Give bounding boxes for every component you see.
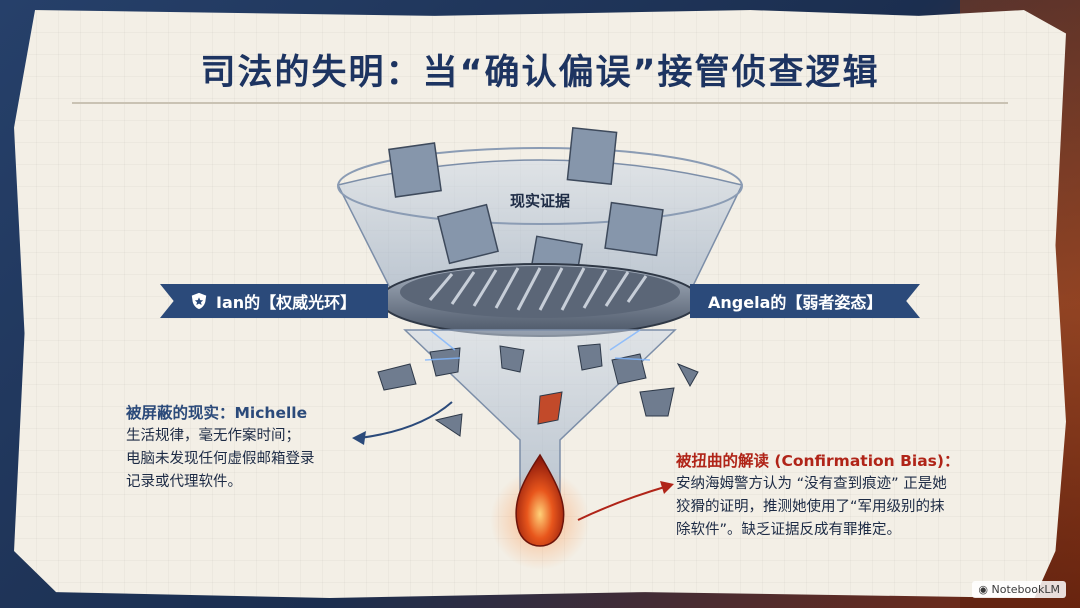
page-title: 司法的失明：当“确认偏误”接管侦查逻辑: [200, 53, 880, 93]
banner-right-label: Angela的【弱者姿态】: [708, 293, 883, 312]
note-distorted-reading: 被扭曲的解读 (Confirmation Bias)： 安纳海姆警方认为 “没有…: [676, 450, 976, 542]
banner-left-label: Ian的【权威光环】: [216, 293, 357, 312]
grate-bars: [428, 267, 648, 311]
funnel-rim: [337, 147, 743, 225]
note-left-line: 记录或代理软件。: [126, 474, 242, 490]
arrow-right: [577, 481, 674, 521]
banner-angela-victim: Angela的【弱者姿态】: [690, 284, 920, 318]
note-right-line: 除软件”。缺乏证据反成有罪推定。: [676, 522, 902, 538]
sparks: [424, 329, 651, 361]
note-suppressed-reality: 被屏蔽的现实：Michelle 生活规律，毫无作案时间； 电脑未发现任何虚假邮箱…: [126, 402, 376, 494]
arrow-left: [352, 401, 453, 445]
notebook-icon: ◉: [978, 583, 992, 596]
note-right-heading: 被扭曲的解读 (Confirmation Bias)：: [676, 452, 960, 470]
note-right-line: 狡猾的证明，推测她使用了“军用级别的抹: [676, 499, 945, 515]
funnel-label: 现实证据: [509, 192, 570, 210]
title-divider: [72, 102, 1008, 104]
broken-shards: [377, 343, 699, 437]
banner-ian-authority: Ian的【权威光环】: [160, 284, 388, 318]
police-badge-icon: [191, 292, 207, 310]
note-left-line: 生活规律，毫无作案时间；: [126, 428, 300, 444]
flame-drop-icon: [515, 453, 565, 547]
brand-watermark: ◉ NotebookLM: [972, 581, 1066, 598]
note-left-line: 电脑未发现任何虚假邮箱登录: [126, 451, 315, 467]
brand-label: NotebookLM: [991, 583, 1060, 596]
note-right-line: 安纳海姆警方认为 “没有查到痕迹” 正是她: [676, 476, 947, 492]
note-left-heading: 被屏蔽的现实：Michelle: [126, 404, 308, 422]
